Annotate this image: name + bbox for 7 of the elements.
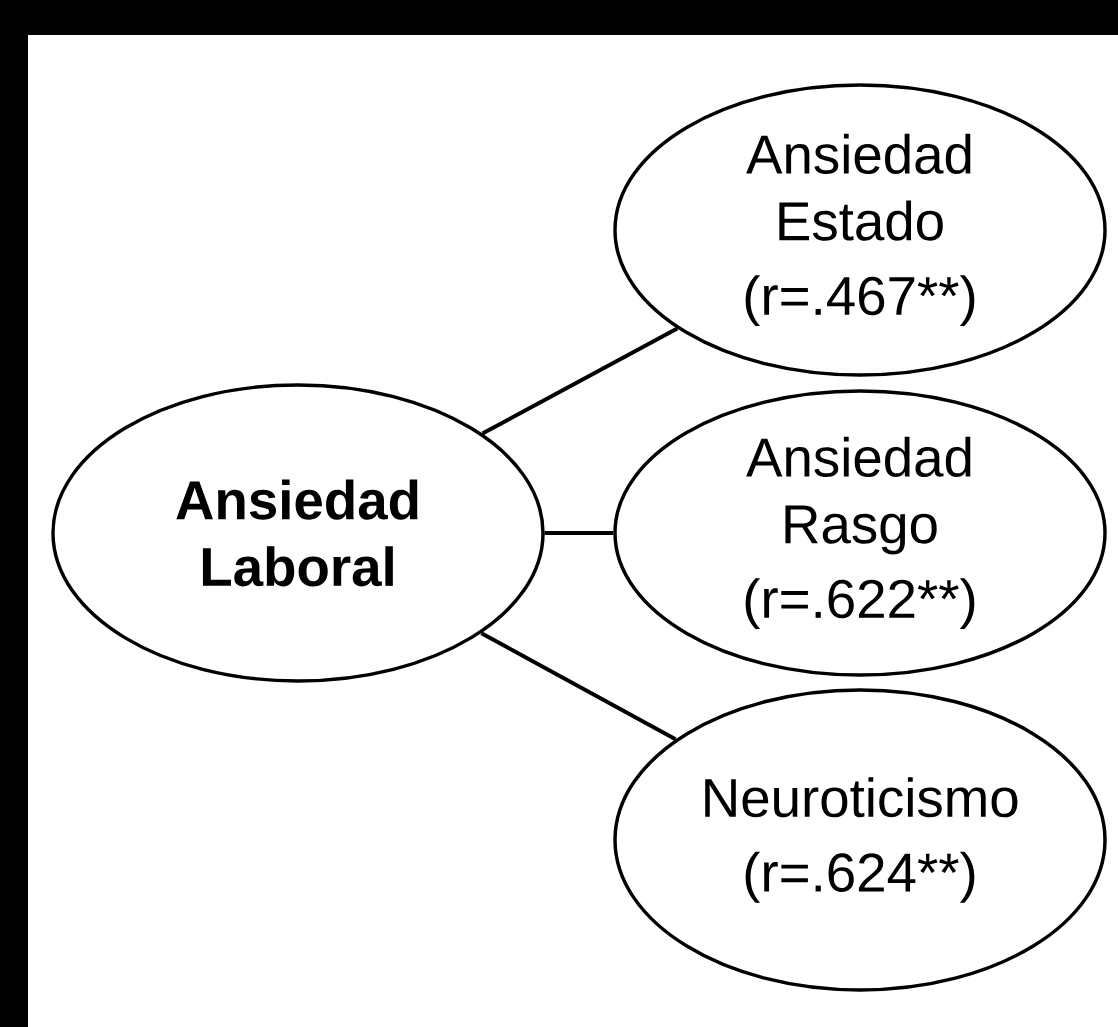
- connector-line: [480, 631, 677, 741]
- connector-line: [544, 531, 614, 535]
- ellipse-node: Ansiedad Laboral: [51, 383, 545, 683]
- ellipse-node: Ansiedad Estado (r=.467**): [613, 83, 1107, 377]
- ellipse-node: Neuroticismo (r=.624**): [613, 688, 1107, 992]
- ellipse-node: Ansiedad Rasgo (r=.622**): [613, 389, 1107, 677]
- connector-line: [481, 326, 679, 436]
